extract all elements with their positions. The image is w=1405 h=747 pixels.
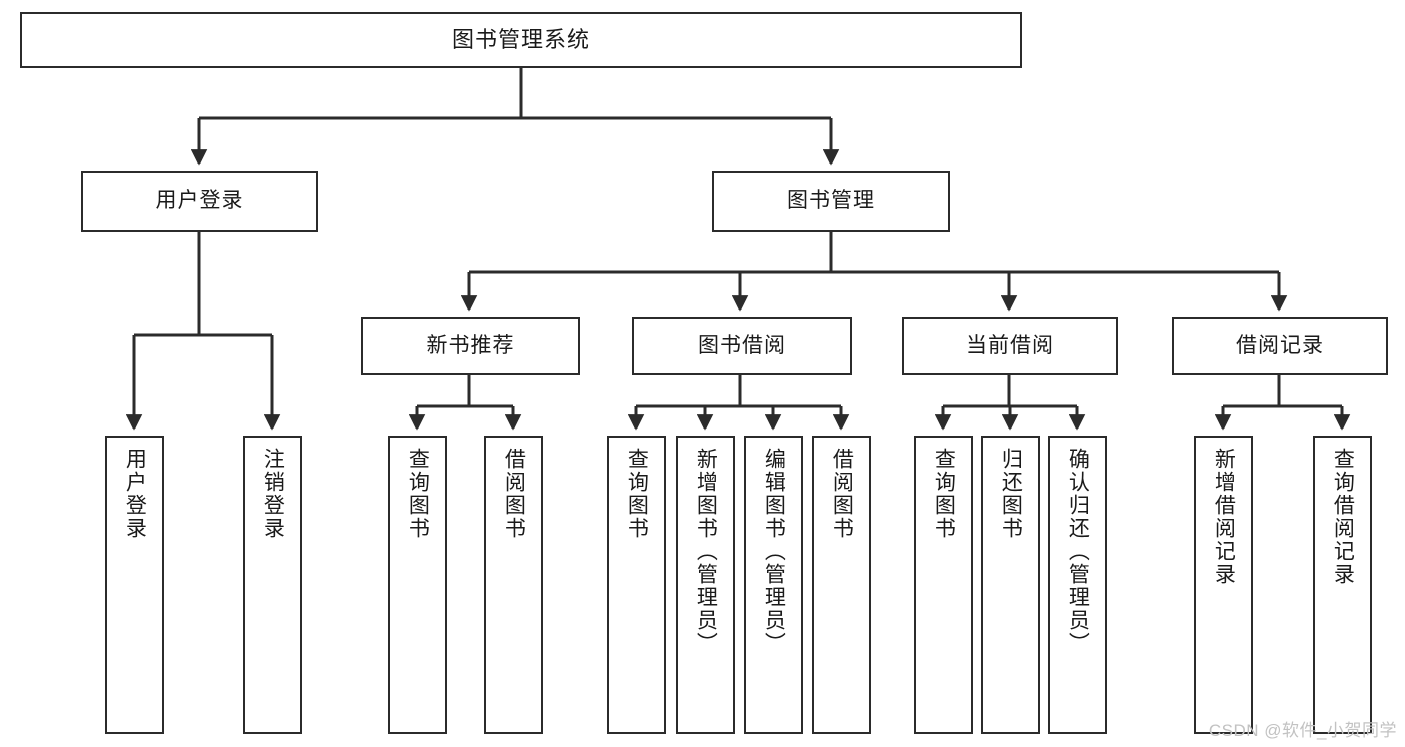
node-current-borrow[interactable]: 当前借阅 bbox=[902, 317, 1118, 375]
leaf-user-login-label: 用户登录 bbox=[123, 448, 147, 540]
node-book-management[interactable]: 图书管理 bbox=[712, 171, 950, 232]
leaf-nbr-query-books[interactable]: 查询图书 bbox=[388, 436, 447, 734]
leaf-cb-confirm-return-admin[interactable]: 确认归还（管理员） bbox=[1048, 436, 1107, 734]
node-borrow-record-label: 借阅记录 bbox=[1236, 333, 1324, 357]
node-book-borrow-label: 图书借阅 bbox=[698, 333, 786, 357]
leaf-bb-edit-book-admin-label: 编辑图书（管理员） bbox=[762, 448, 786, 655]
leaf-nbr-query-books-label: 查询图书 bbox=[406, 448, 430, 540]
leaf-bb-edit-book-admin[interactable]: 编辑图书（管理员） bbox=[744, 436, 803, 734]
leaf-bb-query-books-label: 查询图书 bbox=[625, 448, 649, 540]
leaf-cb-confirm-return-admin-label: 确认归还（管理员） bbox=[1066, 448, 1090, 655]
node-user-login[interactable]: 用户登录 bbox=[81, 171, 318, 232]
leaf-cb-return-books-label: 归还图书 bbox=[999, 448, 1023, 540]
node-root[interactable]: 图书管理系统 bbox=[20, 12, 1022, 68]
leaf-bb-add-book-admin-label: 新增图书（管理员） bbox=[694, 448, 718, 655]
node-new-book-recommend[interactable]: 新书推荐 bbox=[361, 317, 580, 375]
leaf-bb-borrow-books[interactable]: 借阅图书 bbox=[812, 436, 871, 734]
node-borrow-record[interactable]: 借阅记录 bbox=[1172, 317, 1388, 375]
leaf-br-query-record-label: 查询借阅记录 bbox=[1331, 448, 1355, 586]
leaf-nbr-borrow-books-label: 借阅图书 bbox=[502, 448, 526, 540]
leaf-cb-query-books[interactable]: 查询图书 bbox=[914, 436, 973, 734]
leaf-br-add-record-label: 新增借阅记录 bbox=[1212, 448, 1236, 586]
leaf-bb-add-book-admin[interactable]: 新增图书（管理员） bbox=[676, 436, 735, 734]
node-book-management-label: 图书管理 bbox=[787, 189, 875, 213]
leaf-br-add-record[interactable]: 新增借阅记录 bbox=[1194, 436, 1253, 734]
node-root-label: 图书管理系统 bbox=[451, 27, 590, 53]
leaf-bb-query-books[interactable]: 查询图书 bbox=[607, 436, 666, 734]
leaf-cb-query-books-label: 查询图书 bbox=[932, 448, 956, 540]
node-current-borrow-label: 当前借阅 bbox=[966, 333, 1054, 357]
leaf-user-login[interactable]: 用户登录 bbox=[105, 436, 164, 734]
node-new-book-recommend-label: 新书推荐 bbox=[426, 333, 515, 357]
leaf-logout[interactable]: 注销登录 bbox=[243, 436, 302, 734]
leaf-logout-label: 注销登录 bbox=[261, 448, 285, 540]
node-user-login-label: 用户登录 bbox=[155, 189, 244, 213]
leaf-nbr-borrow-books[interactable]: 借阅图书 bbox=[484, 436, 543, 734]
leaf-br-query-record[interactable]: 查询借阅记录 bbox=[1313, 436, 1372, 734]
leaf-cb-return-books[interactable]: 归还图书 bbox=[981, 436, 1040, 734]
leaf-bb-borrow-books-label: 借阅图书 bbox=[830, 448, 854, 540]
node-book-borrow[interactable]: 图书借阅 bbox=[632, 317, 852, 375]
